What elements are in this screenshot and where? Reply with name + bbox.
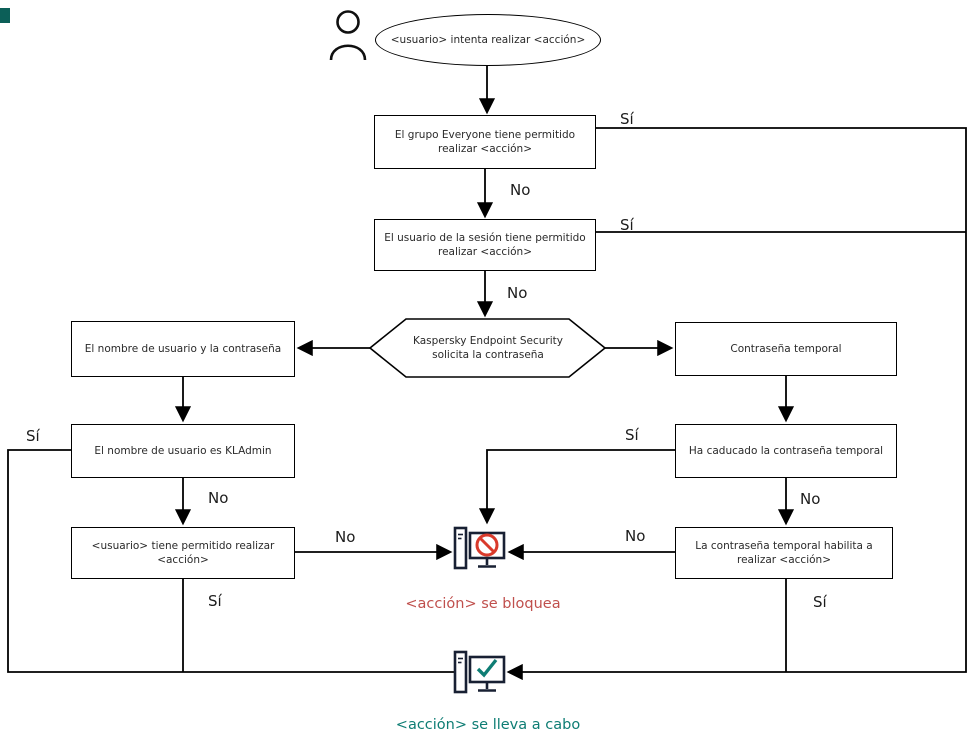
start-node: <usuario> intenta realizar <acción> bbox=[375, 14, 601, 66]
edge-label-no-everyone: No bbox=[510, 181, 531, 199]
node-temp-password: Contraseña temporal bbox=[675, 322, 897, 376]
node-temp-allows: La contraseña temporal habilita a realiz… bbox=[675, 527, 893, 579]
corner-artifact bbox=[0, 8, 10, 23]
node-username-password: El nombre de usuario y la contraseña bbox=[71, 321, 295, 377]
node-kladmin: El nombre de usuario es KLAdmin bbox=[71, 424, 295, 478]
person-icon bbox=[329, 10, 367, 61]
edge-label-no-temp-expired: No bbox=[800, 490, 821, 508]
node-temp-expired: Ha caducado la contraseña temporal bbox=[675, 424, 897, 478]
edge-label-no-user-allowed: No bbox=[335, 528, 356, 546]
blocked-outcome-label: <acción> se bloquea bbox=[405, 596, 561, 612]
edge-label-yes-kladmin: Sí bbox=[26, 427, 40, 445]
edge-label-yes-temp-allows: Sí bbox=[813, 593, 827, 611]
edge-label-yes-user-allowed: Sí bbox=[208, 592, 222, 610]
edge-label-yes-temp-expired: Sí bbox=[625, 426, 639, 444]
decision-hexagon-shape bbox=[368, 318, 607, 378]
edge-label-no-temp-allows: No bbox=[625, 527, 646, 545]
performed-outcome-label: <acción> se lleva a cabo bbox=[395, 717, 581, 733]
node-everyone: El grupo Everyone tiene permitido realiz… bbox=[374, 115, 596, 169]
edge-label-yes-everyone: Sí bbox=[620, 110, 634, 128]
computer-check-icon bbox=[453, 650, 506, 694]
node-session-user: El usuario de la sesión tiene permitido … bbox=[374, 219, 596, 271]
node-kes-prompt: Kaspersky Endpoint Security solicita la … bbox=[413, 334, 563, 361]
edge-label-no-kladmin: No bbox=[208, 489, 229, 507]
computer-blocked-icon bbox=[453, 526, 506, 570]
edge-label-yes-session: Sí bbox=[620, 216, 634, 234]
edge-label-no-session: No bbox=[507, 284, 528, 302]
node-user-allowed: <usuario> tiene permitido realizar <acci… bbox=[71, 527, 295, 579]
